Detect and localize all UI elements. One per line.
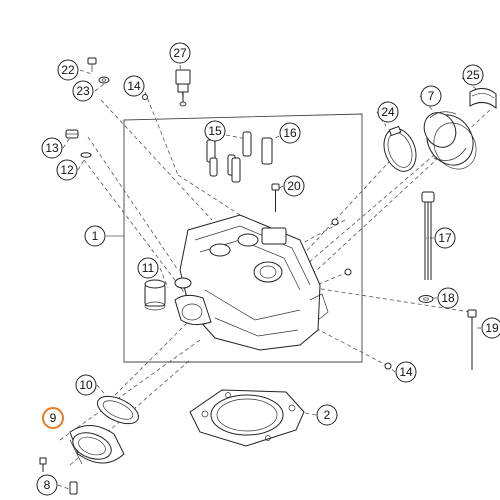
callout-circle (72, 80, 94, 102)
callout-circle (395, 361, 417, 383)
callout-label: 16 (283, 126, 297, 140)
callout-c27: 27 (169, 42, 191, 64)
part-1-cylinder-head (174, 214, 352, 351)
callout-c19: 19 (481, 317, 500, 339)
callout-label: 20 (287, 179, 301, 193)
callout-circle (316, 404, 338, 426)
part-19-bolt (467, 309, 477, 370)
callout-label: 23 (76, 84, 90, 98)
callout-label: 14 (399, 365, 413, 379)
part-16-tubes (231, 137, 273, 183)
part-14-bolt-bottom (384, 362, 392, 370)
callout-circle (169, 42, 191, 64)
callout-label: 12 (60, 163, 74, 177)
callout-circle (283, 175, 305, 197)
part-11-plug (144, 277, 192, 311)
callout-c13: 13 (41, 137, 63, 159)
callout-c25: 25 (462, 64, 484, 86)
part-23-nut (98, 76, 110, 84)
callout-label: 9 (50, 411, 57, 425)
callout-label: 14 (127, 79, 141, 93)
callout-c9: 9 (42, 407, 64, 429)
callout-c18: 18 (437, 287, 459, 309)
callout-label: 25 (466, 68, 480, 82)
callout-circle (420, 85, 442, 107)
part-2-head-gasket (189, 389, 305, 447)
callout-c11: 11 (137, 257, 159, 279)
callout-circle (57, 59, 79, 81)
part-9-exhaust-flange (69, 425, 125, 465)
assembly-frame (123, 113, 363, 363)
callout-label: 1 (92, 229, 99, 243)
callout-label: 18 (441, 291, 455, 305)
callout-c23: 23 (72, 80, 94, 102)
callout-c16: 16 (279, 122, 301, 144)
callout-c17: 17 (434, 227, 456, 249)
callout-circle (481, 317, 500, 339)
callout-circle (41, 137, 63, 159)
callout-circle (279, 122, 301, 144)
callout-circle (75, 374, 97, 396)
part-10-gasket (97, 395, 139, 425)
callout-c2: 2 (316, 404, 338, 426)
part-22-bolt (87, 57, 97, 72)
part-20-bolt (271, 183, 280, 212)
part-18-washer (418, 295, 434, 303)
part-13-cap (65, 129, 79, 139)
callout-label: 2 (324, 408, 331, 422)
part-27-sensor (175, 69, 191, 107)
callout-circle (434, 227, 456, 249)
callout-label: 17 (438, 231, 452, 245)
callout-circle (204, 120, 226, 142)
callout-label: 27 (173, 46, 187, 60)
part-25-clamp (469, 88, 497, 110)
callout-circle (123, 75, 145, 97)
callout-c14b: 14 (395, 361, 417, 383)
callout-label: 13 (45, 141, 59, 155)
callout-circle (137, 257, 159, 279)
callout-label: 11 (142, 261, 155, 275)
callout-label: 8 (44, 478, 51, 492)
callout-label: 10 (79, 378, 93, 392)
callout-circle (462, 64, 484, 86)
callout-circle (42, 407, 64, 429)
callout-c8: 8 (36, 474, 58, 496)
callout-circle (36, 474, 58, 496)
callout-circle (84, 225, 106, 247)
callout-label: 19 (485, 321, 499, 335)
callout-label: 22 (61, 63, 75, 77)
callout-c1: 1 (84, 225, 106, 247)
callout-c12: 12 (56, 159, 78, 181)
callout-c15: 15 (204, 120, 226, 142)
part-7-intake-boot (423, 111, 477, 170)
part-24-hose-clamp (383, 125, 417, 172)
part-17-long-bolt (421, 191, 435, 280)
callout-circle (56, 159, 78, 181)
part-12-oring (80, 152, 92, 158)
callout-c10: 10 (75, 374, 97, 396)
callout-circle (437, 287, 459, 309)
callout-c20: 20 (283, 175, 305, 197)
callout-label: 7 (428, 89, 435, 103)
part-14-bolt-top (142, 94, 148, 100)
callout-circle (377, 101, 399, 123)
callout-c14a: 14 (123, 75, 145, 97)
part-8-studs (39, 457, 78, 495)
callout-c24: 24 (377, 101, 399, 123)
callout-label: 24 (381, 105, 395, 119)
callout-c22: 22 (57, 59, 79, 81)
callout-c7: 7 (420, 85, 442, 107)
callout-label: 15 (208, 124, 222, 138)
